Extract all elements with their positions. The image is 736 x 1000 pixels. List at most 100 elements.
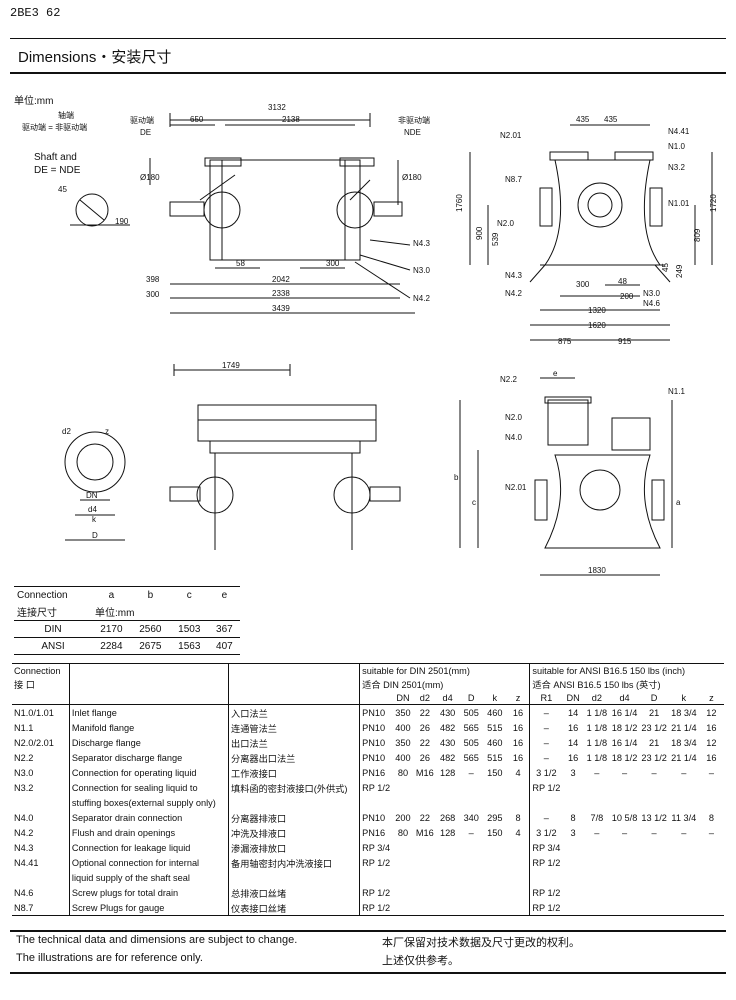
din-pn: RP 1/2 <box>359 885 393 900</box>
top-view-drawing <box>64 364 401 550</box>
separator-end-view-drawing <box>459 377 673 576</box>
table-row: stuffing boxes(external supply only) <box>12 795 724 810</box>
dim-809: 809 <box>693 228 702 242</box>
connection-desc-en: Screw Plugs for gauge <box>68 900 229 916</box>
connection-desc-en: Connection for leakage liquid <box>68 840 229 855</box>
drive-eq-nondrive-label: 驱动端 = 非驱动端 <box>22 122 87 132</box>
dim-c: c <box>472 498 476 507</box>
connection-desc-cn: 填料函的密封液接口(外供式) <box>228 780 360 795</box>
table-row: liquid supply of the shaft seal <box>12 870 724 885</box>
dim-1620: 1620 <box>588 321 606 330</box>
connection-desc-cn: 出口法兰 <box>228 735 360 750</box>
dim-2138: 2138 <box>282 115 300 124</box>
tag-n201: N2.01 <box>500 131 522 140</box>
connection-desc-cn: 总排液口丝堵 <box>228 885 360 900</box>
side-view-drawing <box>70 113 415 314</box>
t1-subheader-cn: 连接尺寸 <box>17 608 57 619</box>
dim-190: 190 <box>115 217 129 226</box>
footer-cn-2: 上述仅供参考。 <box>382 954 459 967</box>
connection-desc-cn: 分离器出口法兰 <box>228 750 360 765</box>
t2-ansi-col-r1: R1 <box>529 691 563 705</box>
connection-desc-en: Separator drain connection <box>68 810 229 825</box>
dim-875: 875 <box>558 337 572 346</box>
top-rule <box>10 38 726 39</box>
dim-915: 915 <box>618 337 632 346</box>
dim-398: 398 <box>146 275 160 284</box>
shaft-z-label: z <box>105 427 109 436</box>
connection-id: N8.7 <box>14 902 34 913</box>
dim-dia180-left: Ø180 <box>140 173 160 182</box>
dim-435-a: 435 <box>576 115 590 124</box>
connection-id: N3.2 <box>14 782 34 793</box>
tag-n10: N1.0 <box>668 142 685 151</box>
dim-58: 58 <box>236 259 245 268</box>
dim-435-b: 435 <box>604 115 618 124</box>
t2-din-title-cn: 适合 DIN 2501(mm) <box>359 677 530 691</box>
connection-desc-cn: 分离器排液口 <box>228 810 360 825</box>
dim-3132: 3132 <box>268 103 286 112</box>
t2-conn-cn: 接 口 <box>14 680 35 690</box>
connection-desc-en-cont: liquid supply of the shaft seal <box>68 870 229 885</box>
connection-id: N1.1 <box>14 722 34 733</box>
de-eq-nde-label: DE = NDE <box>34 165 81 176</box>
tag-n43-b: N4.3 <box>505 271 522 280</box>
dim-1320: 1320 <box>588 306 606 315</box>
t1-header-c: c <box>186 589 192 601</box>
dim-45: 45 <box>58 185 67 194</box>
tag-n22: N2.2 <box>500 375 517 384</box>
connection-id: N3.0 <box>14 767 34 778</box>
shaft-d-label: D <box>92 531 98 540</box>
dim-300-c: 300 <box>576 280 590 289</box>
tag-n201-b: N2.01 <box>505 483 527 492</box>
din-pn: PN16 <box>359 765 393 780</box>
footer-cn-1: 本厂保留对技术数据及尺寸更改的权利。 <box>382 936 580 949</box>
connection-desc-cn: 仪表接口丝堵 <box>228 900 360 916</box>
din-pn: PN10 <box>359 810 393 825</box>
connection-desc-cn: 备用轴密封内冲洗液接口 <box>228 855 360 870</box>
connection-desc-en: Connection for sealing liquid to <box>68 780 229 795</box>
dim-1760: 1760 <box>455 194 464 212</box>
connection-id: N2.0/2.01 <box>14 737 54 748</box>
tag-n43: N4.3 <box>413 239 430 248</box>
drive-end-cn-label: 驱动端 <box>130 115 154 125</box>
t2-ansi-title-en: suitable for ANSI B16.5 150 lbs (inch) <box>529 663 724 677</box>
connection-desc-en: Optional connection for internal <box>68 855 229 870</box>
dim-b: b <box>454 473 459 482</box>
dim-1830: 1830 <box>588 566 606 575</box>
dim-249: 249 <box>675 264 684 278</box>
connection-id: N4.2 <box>14 827 34 838</box>
din-pn: RP 1/2 <box>359 780 393 795</box>
dim-2042: 2042 <box>272 275 290 284</box>
connection-desc-en: Discharge flange <box>68 735 229 750</box>
connection-desc-en: Connection for operating liquid <box>68 765 229 780</box>
dim-300-a: 300 <box>326 259 340 268</box>
dim-650: 650 <box>190 115 204 124</box>
tag-n40: N4.0 <box>505 433 522 442</box>
t2-ansi-col-k: k <box>681 692 687 703</box>
t1-subheader-unit: 单位:mm <box>94 608 135 619</box>
dim-2338: 2338 <box>272 289 290 298</box>
shaft-d2-label: d2 <box>62 427 71 436</box>
t2-col-d2: d2 <box>419 692 430 703</box>
t2-ansi-col-d: D <box>650 692 658 703</box>
connection-desc-en: Flush and drain openings <box>68 825 229 840</box>
tag-n30: N3.0 <box>413 266 430 275</box>
din-pn: PN16 <box>359 825 393 840</box>
din-pn: PN10 <box>359 704 393 720</box>
t2-ansi-col-z: z <box>709 692 714 703</box>
bottom-rule <box>10 972 726 974</box>
connection-desc-en: Inlet flange <box>68 704 229 720</box>
table-row: DIN 2170 2560 1503 367 <box>14 621 240 638</box>
dim-45-b: 45 <box>661 263 670 272</box>
din-pn: PN10 <box>359 750 393 765</box>
tag-n87: N8.7 <box>505 175 522 184</box>
connection-id: N4.41 <box>14 857 39 868</box>
